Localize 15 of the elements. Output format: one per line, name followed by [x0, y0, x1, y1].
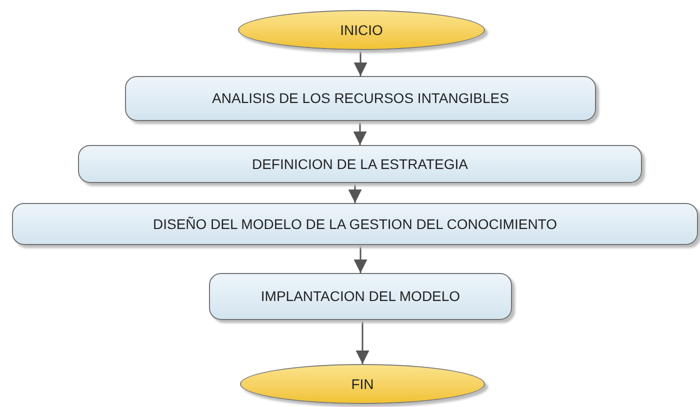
node-label: INICIO [340, 20, 383, 40]
node-label: FIN [351, 374, 374, 394]
arrow [348, 183, 362, 203]
arrow [354, 50, 368, 76]
arrow [356, 320, 370, 364]
node-label: DISEÑO DEL MODELO DE LA GESTION DEL CONOCIMIENTO [152, 214, 557, 234]
process-box [125, 76, 596, 121]
arrow [354, 245, 368, 273]
process-box [12, 203, 698, 245]
node-label: DEFINICION DE LA ESTRATEGIA [252, 154, 468, 174]
process-box [78, 145, 642, 183]
process-box [209, 273, 512, 320]
node-label: IMPLANTACION DEL MODELO [260, 287, 460, 306]
arrow [353, 121, 367, 145]
node-label: ANALISIS DE LOS RECURSOS INTANGIBLES [212, 89, 509, 108]
